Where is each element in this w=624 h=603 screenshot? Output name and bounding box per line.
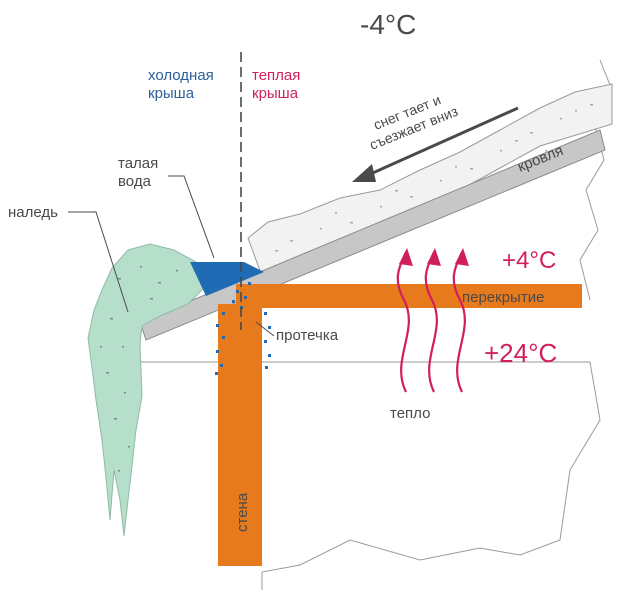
heat-arrows — [396, 251, 466, 393]
room-temp-label: +24°C — [484, 338, 557, 368]
heat-label: тепло — [390, 405, 430, 422]
wall-label: стена — [234, 492, 251, 532]
leak-drops — [215, 282, 271, 375]
wall — [218, 304, 262, 566]
snow-speckles — [275, 104, 593, 254]
ice-label: наледь — [8, 204, 58, 221]
melt-water — [190, 262, 264, 296]
ice-dam — [87, 243, 207, 537]
attic-temp-label: +4°C — [502, 247, 556, 274]
leak-label: протечка — [276, 327, 339, 344]
heat-arrow-heads — [399, 248, 469, 266]
house-outline — [118, 343, 601, 590]
meltwater-label-line1: талая — [118, 155, 158, 172]
ceiling — [236, 284, 582, 308]
snow-slide-arrow — [352, 106, 519, 182]
cold-roof-label-line1: холодная — [148, 67, 214, 84]
leader-lines — [68, 175, 275, 337]
ceiling-label: перекрытие — [462, 289, 544, 306]
warm-roof-label-line2: крыша — [252, 85, 299, 102]
meltwater-label-line2: вода — [118, 173, 152, 190]
warm-roof-label-line1: теплая — [252, 67, 300, 84]
cold-roof-label-line2: крыша — [148, 85, 195, 102]
outside-temp-label: -4°C — [360, 9, 416, 40]
ice-speckles — [100, 266, 178, 472]
